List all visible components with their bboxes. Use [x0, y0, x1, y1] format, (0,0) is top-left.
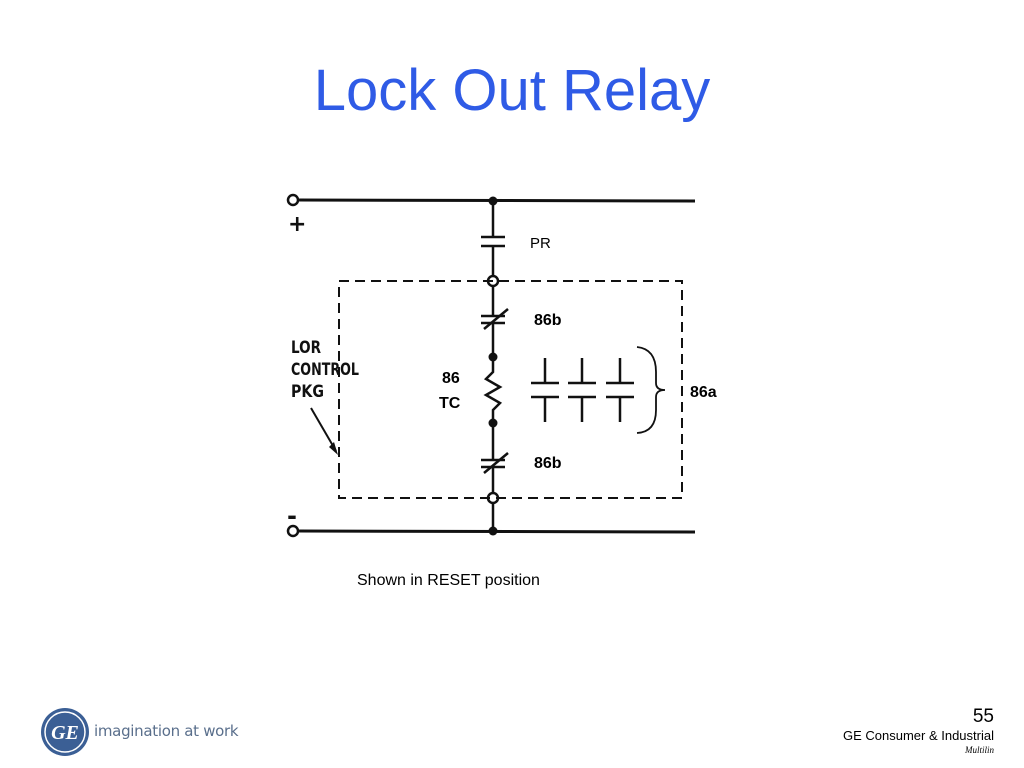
86a-contact-2 [568, 358, 596, 422]
coil-label-tc: TC [439, 395, 461, 412]
coil-label-86: 86 [442, 370, 460, 387]
diagram-caption: Shown in RESET position [357, 572, 540, 589]
86-trip-coil [483, 358, 503, 422]
86b-bottom-slash [483, 452, 509, 474]
package-leader-arrowhead [329, 442, 338, 455]
package-label-pkg: PKG [291, 382, 324, 402]
86b-top-slash [483, 308, 509, 330]
company-name: GE Consumer & Industrial [842, 728, 994, 743]
negative-terminal-label: - [287, 502, 297, 530]
86b-top-label: 86b [534, 312, 562, 329]
slide-title: Lock Out Relay [313, 58, 711, 123]
86a-contact-3 [606, 358, 634, 422]
positive-terminal-label: + [288, 212, 306, 237]
ge-logo-text: GE [51, 722, 79, 744]
positive-terminal-circle [286, 193, 300, 207]
lor-control-package-box [338, 280, 683, 499]
package-leader-line [310, 407, 337, 452]
86b-bottom-label: 86b [534, 455, 562, 472]
ge-tagline: imagination at work [94, 722, 239, 740]
package-label-control: CONTROL [291, 360, 359, 380]
86a-contact-1 [531, 358, 559, 422]
junction-dot [488, 196, 498, 206]
junction-dot [488, 526, 498, 536]
86a-label: 86a [690, 384, 717, 401]
pr-label: PR [530, 235, 551, 252]
page-number: 55 [972, 706, 994, 727]
ge-logo: GE [41, 708, 89, 756]
package-label-lor: LOR [291, 338, 321, 358]
slide-footer: 55 GE Consumer & Industrial Multilin [843, 706, 994, 756]
brand-name: Multilin [965, 745, 994, 755]
junction-dot [488, 418, 498, 428]
86a-brace [636, 346, 666, 434]
junction-dot [488, 352, 498, 362]
